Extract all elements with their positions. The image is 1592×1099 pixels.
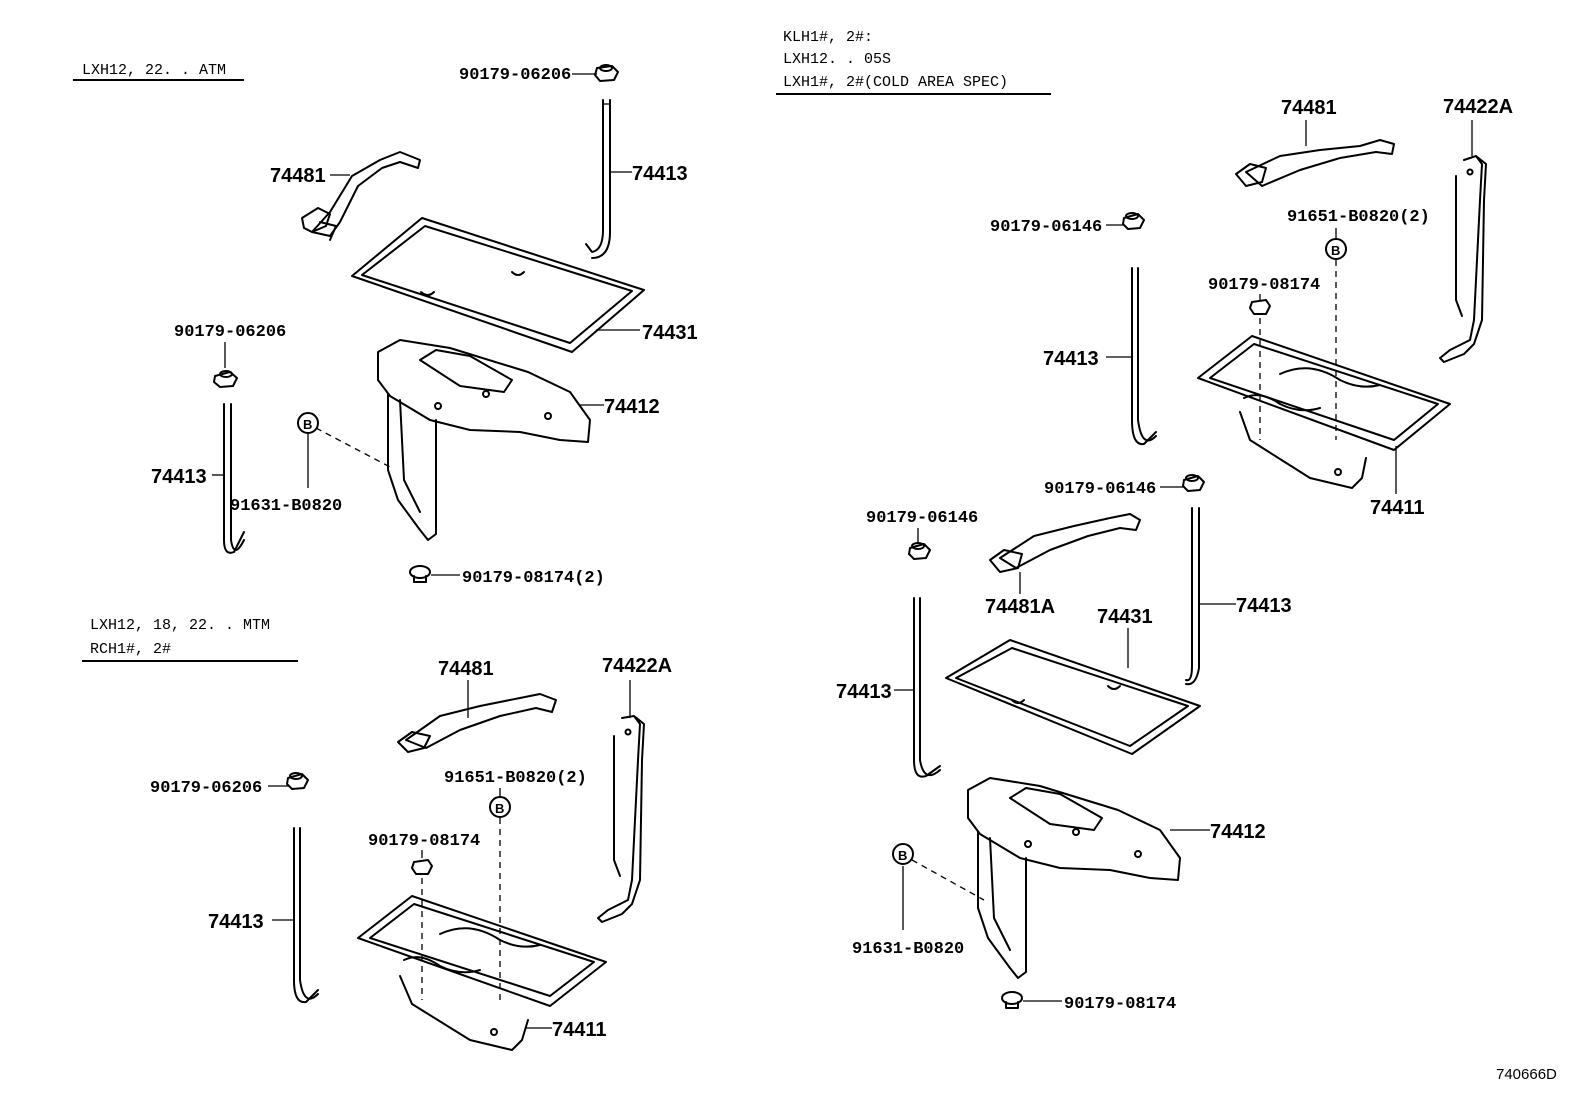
nut-90179-06206-bl <box>286 772 309 790</box>
label-91651-b0820-2-r: 91651-B0820(2) <box>1287 208 1430 227</box>
svg-text:B: B <box>1331 243 1340 258</box>
label-74431-r: 74431 <box>1097 606 1153 628</box>
clip-90179-08174-tl <box>409 565 431 583</box>
label-74481-tl: 74481 <box>270 165 326 187</box>
nut-90179-06206-top <box>594 64 619 82</box>
label-90179-06146-r-a: 90179-06146 <box>990 218 1102 237</box>
label-74411-r: 74411 <box>1370 497 1425 519</box>
svg-text:B: B <box>495 801 504 816</box>
svg-text:B: B <box>303 417 312 432</box>
clamp-74481a-right <box>989 513 1141 573</box>
svg-text:LXH12, 18, 22. . MTM: LXH12, 18, 22. . MTM <box>90 617 270 634</box>
label-90179-08174-2-tl: 90179-08174(2) <box>462 569 605 588</box>
label-74481-bl: 74481 <box>438 658 494 680</box>
tray-pad-74431-top-left <box>351 217 645 353</box>
section-header-top-left: LXH12, 22. . ATM <box>73 62 244 81</box>
drawing-code: 740666D <box>1496 1066 1557 1083</box>
label-90179-08174-r-b: 90179-08174 <box>1064 995 1176 1014</box>
label-74412-r: 74412 <box>1210 821 1266 843</box>
label-90179-06206-tl-left: 90179-06206 <box>174 323 286 342</box>
label-74413-r-c: 74413 <box>836 681 892 703</box>
svg-text:KLH1#, 2#:: KLH1#, 2#: <box>783 29 873 46</box>
label-74412-tl: 74412 <box>604 396 660 418</box>
label-74422a-r: 74422A <box>1443 96 1513 118</box>
clamp-74481-top-left <box>301 151 421 241</box>
clip-90179-08174-r-a <box>1249 299 1271 315</box>
nut-90179-06206-left <box>213 370 238 388</box>
svg-text:RCH1#, 2#: RCH1#, 2# <box>90 641 171 658</box>
battery-tray-74412-right <box>967 777 1181 979</box>
section-header-right: KLH1#, 2#: LXH12. . 05S LXH1#, 2#(COLD A… <box>776 29 1051 95</box>
label-74422a-bl: 74422A <box>602 655 672 677</box>
label-90179-06146-r-b: 90179-06146 <box>1044 480 1156 499</box>
label-74413-tl-left: 74413 <box>151 466 207 488</box>
svg-text:LXH1#, 2#(COLD AREA SPEC): LXH1#, 2#(COLD AREA SPEC) <box>783 74 1008 91</box>
battery-tray-74411-right <box>1197 335 1451 489</box>
label-90179-06206-bl: 90179-06206 <box>150 779 262 798</box>
battery-tray-74412-top-left <box>377 339 591 541</box>
label-74413-tl-right: 74413 <box>632 163 688 185</box>
label-91651-b0820-2-bl: 91651-B0820(2) <box>444 769 587 788</box>
label-74481-r: 74481 <box>1281 97 1337 119</box>
nut-90179-06146-r-c <box>908 542 931 560</box>
bracket-74422a-bottom-left <box>597 715 645 923</box>
label-74413-r-b: 74413 <box>1236 595 1292 617</box>
tray-pad-74431-right <box>945 639 1201 755</box>
svg-text:B: B <box>898 848 907 863</box>
hook-rod-74413-top-left <box>585 99 611 259</box>
label-90179-06146-r-c: 90179-06146 <box>866 509 978 528</box>
hook-rod-74413-r-a <box>1131 267 1157 446</box>
label-90179-08174-r-a: 90179-08174 <box>1208 276 1320 295</box>
nut-90179-06146-r-b <box>1182 474 1205 492</box>
svg-text:LXH12. . 05S: LXH12. . 05S <box>783 51 891 68</box>
clamp-74481-bottom-left <box>397 693 557 753</box>
hook-rod-74413-r-c <box>913 597 941 778</box>
battery-tray-74411-bottom-left <box>357 895 607 1051</box>
label-91631-b0820-r: 91631-B0820 <box>852 940 964 959</box>
bolt-symbol-91631-b0820-tl: B <box>297 412 319 434</box>
label-91631-b0820-tl: 91631-B0820 <box>230 497 342 516</box>
label-90179-08174-bl: 90179-08174 <box>368 832 480 851</box>
hook-rod-74413-r-b <box>1185 507 1200 686</box>
nut-90179-06146-r-a <box>1122 212 1145 230</box>
svg-text:LXH12, 22. . ATM: LXH12, 22. . ATM <box>82 62 226 79</box>
label-90179-06206-top: 90179-06206 <box>459 66 571 85</box>
bolt-symbol-91651-b0820-bl: B <box>489 796 511 818</box>
clip-90179-08174-r-b <box>1001 991 1023 1009</box>
label-74481a-r: 74481A <box>985 596 1055 618</box>
bracket-74422a-right <box>1439 155 1487 363</box>
clip-90179-08174-bl <box>411 859 433 875</box>
label-74411-bl: 74411 <box>552 1019 607 1041</box>
bolt-symbol-91651-b0820-r: B <box>1325 238 1347 260</box>
hook-rod-74413-left <box>223 403 245 554</box>
label-74413-bl: 74413 <box>208 911 264 933</box>
label-74431-tl: 74431 <box>642 322 698 344</box>
section-header-bottom-left: LXH12, 18, 22. . MTM RCH1#, 2# <box>82 617 298 662</box>
clamp-74481-right <box>1235 139 1395 187</box>
label-74413-r-a: 74413 <box>1043 348 1099 370</box>
bolt-symbol-91631-b0820-r: B <box>892 843 914 865</box>
hook-rod-74413-bl <box>293 827 319 1004</box>
